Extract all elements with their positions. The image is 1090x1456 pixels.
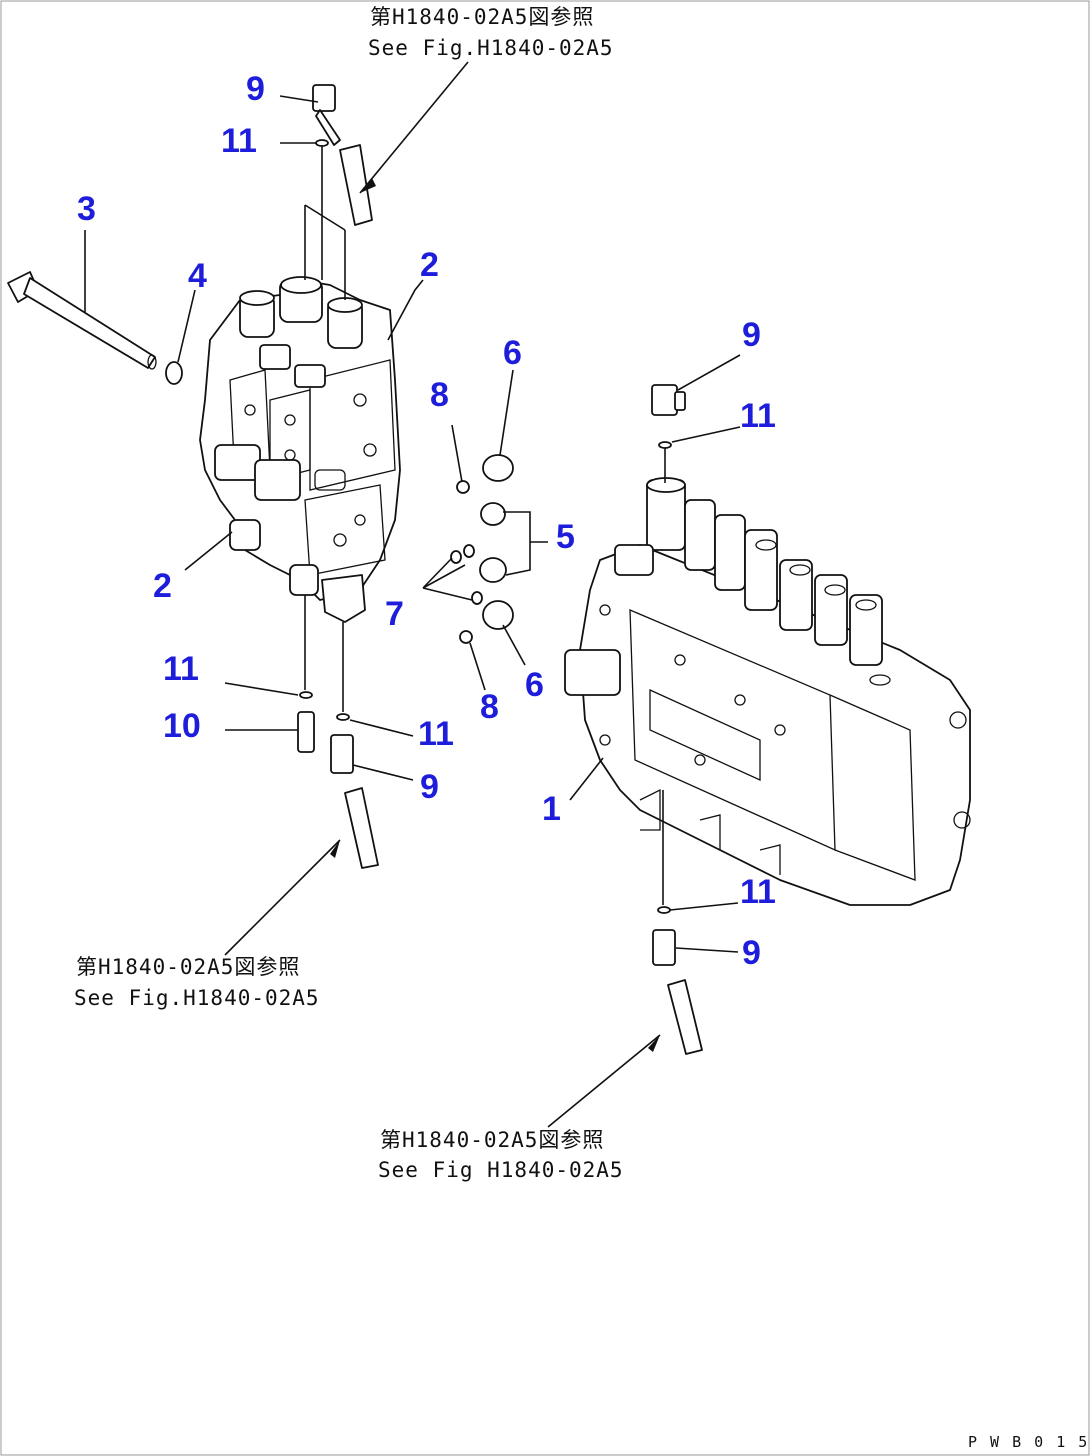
reference-note-bottom-right: 第H1840-02A5図参照 See Fig H1840-02A5 xyxy=(378,1128,624,1182)
o-ring xyxy=(315,139,329,147)
reference-note-jp: 第H1840-02A5図参照 xyxy=(370,5,594,29)
o-ring-set xyxy=(450,454,514,644)
reference-note-en: See Fig.H1840-02A5 xyxy=(368,36,614,60)
top-left-switch xyxy=(304,84,373,300)
reference-note-jp: 第H1840-02A5図参照 xyxy=(76,955,300,979)
callout-11: 11 xyxy=(163,650,199,688)
reference-note-en: See Fig H1840-02A5 xyxy=(378,1158,624,1182)
callout-2: 2 xyxy=(153,567,172,605)
callout-1: 1 xyxy=(542,790,561,828)
leader-lines xyxy=(84,61,741,1128)
callout-8: 8 xyxy=(480,688,499,726)
callout-6: 6 xyxy=(525,666,544,704)
callout-3: 3 xyxy=(77,190,96,228)
callout-9: 9 xyxy=(246,70,265,108)
reference-note-bottom-left: 第H1840-02A5図参照 See Fig.H1840-02A5 xyxy=(74,955,320,1010)
bottom-left-fittings xyxy=(297,595,379,869)
main-control-valve xyxy=(564,477,971,906)
callout-9: 9 xyxy=(420,768,439,806)
callout-11: 11 xyxy=(740,873,776,911)
callout-10: 10 xyxy=(163,707,201,745)
tie-bolt xyxy=(7,271,157,370)
callout-4: 4 xyxy=(188,257,207,295)
callout-5: 5 xyxy=(556,518,575,556)
washer xyxy=(165,361,183,385)
callout-8: 8 xyxy=(430,376,449,414)
callout-11: 11 xyxy=(221,122,257,160)
callout-11: 11 xyxy=(418,715,454,753)
reference-note-en: See Fig.H1840-02A5 xyxy=(74,986,320,1010)
callout-9: 9 xyxy=(742,934,761,972)
top-right-switch xyxy=(651,384,686,483)
plug xyxy=(297,711,315,753)
bottom-right-switch xyxy=(652,790,703,1055)
callout-7: 7 xyxy=(385,595,404,633)
left-valve-assembly xyxy=(199,276,401,623)
callout-9: 9 xyxy=(742,316,761,354)
reference-note-jp: 第H1840-02A5図参照 xyxy=(380,1128,604,1152)
callout-2: 2 xyxy=(420,246,439,284)
callout-6: 6 xyxy=(503,334,522,372)
reference-note-top: 第H1840-02A5図参照 See Fig.H1840-02A5 xyxy=(368,5,614,60)
drawing-code: P W B 0 1 5 9 xyxy=(968,1433,1090,1451)
callout-numbers: 9 11 3 4 2 6 8 5 2 7 11 6 8 10 11 9 9 11… xyxy=(77,70,776,972)
callout-11: 11 xyxy=(740,397,776,435)
